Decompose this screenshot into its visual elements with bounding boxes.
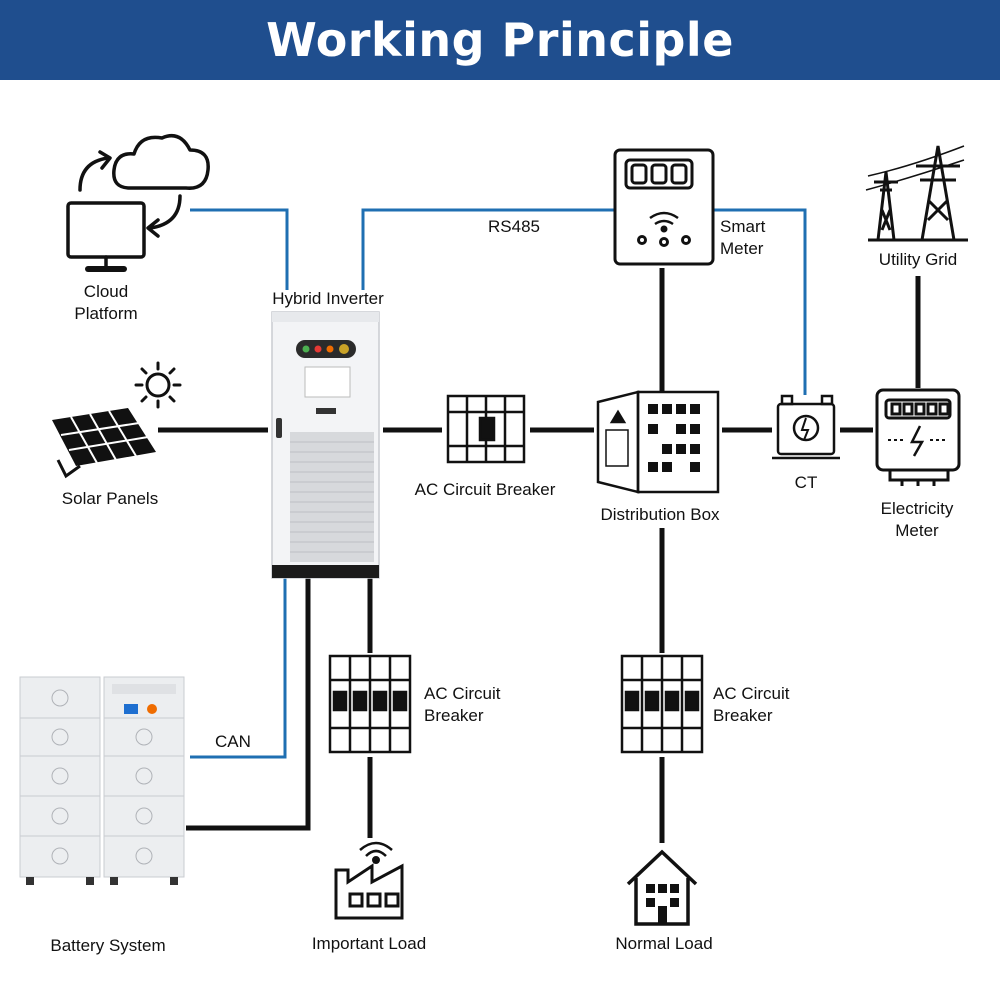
solar-panel-icon — [52, 408, 156, 479]
title-banner: Working Principle — [0, 0, 1000, 80]
rs485-label: RS485 — [488, 217, 540, 236]
normal-load-label: Normal Load — [615, 934, 713, 953]
sync-arrow-icon — [78, 150, 112, 192]
rs485-link — [361, 208, 615, 290]
sync-arrow-icon-2 — [146, 194, 182, 238]
distribution-box-label: Distribution Box — [600, 505, 720, 524]
electricity-meter-icon — [875, 388, 961, 486]
factory-icon — [334, 841, 404, 920]
cloud-inverter-link — [190, 208, 289, 290]
monitor-icon — [66, 201, 146, 272]
breaker-icon-left — [328, 654, 412, 754]
ac-breaker-top-label: AC Circuit Breaker — [414, 480, 556, 499]
inverter-icon — [271, 311, 380, 579]
cloud-platform-icon — [66, 134, 210, 272]
important-load-label: Important Load — [311, 934, 427, 953]
black-power-links — [158, 268, 921, 843]
page-title: Working Principle — [266, 13, 734, 67]
distribution-box-icon — [596, 390, 720, 494]
can-link — [190, 578, 287, 759]
cloud-icon — [112, 134, 210, 190]
breaker-icon-right — [620, 654, 704, 754]
solar-panels-label: Solar Panels — [61, 489, 159, 508]
hybrid-inverter-label: Hybrid Inverter — [272, 289, 384, 308]
sun-icon — [134, 361, 182, 409]
house-icon — [626, 849, 698, 926]
battery-rack-icon — [19, 676, 185, 885]
transmission-tower-icon — [865, 145, 968, 242]
ct-icon — [772, 394, 840, 460]
utility-grid-label: Utility Grid — [878, 250, 958, 269]
smart-meter-icon — [613, 148, 715, 266]
breaker-icon-top — [446, 394, 526, 464]
blue-communication-links — [190, 208, 807, 759]
battery-inverter-link — [186, 578, 311, 831]
smart-meter-ct-link — [713, 208, 807, 395]
ct-label: CT — [794, 473, 818, 492]
battery-system-label: Battery System — [50, 936, 166, 955]
can-label: CAN — [215, 732, 251, 751]
